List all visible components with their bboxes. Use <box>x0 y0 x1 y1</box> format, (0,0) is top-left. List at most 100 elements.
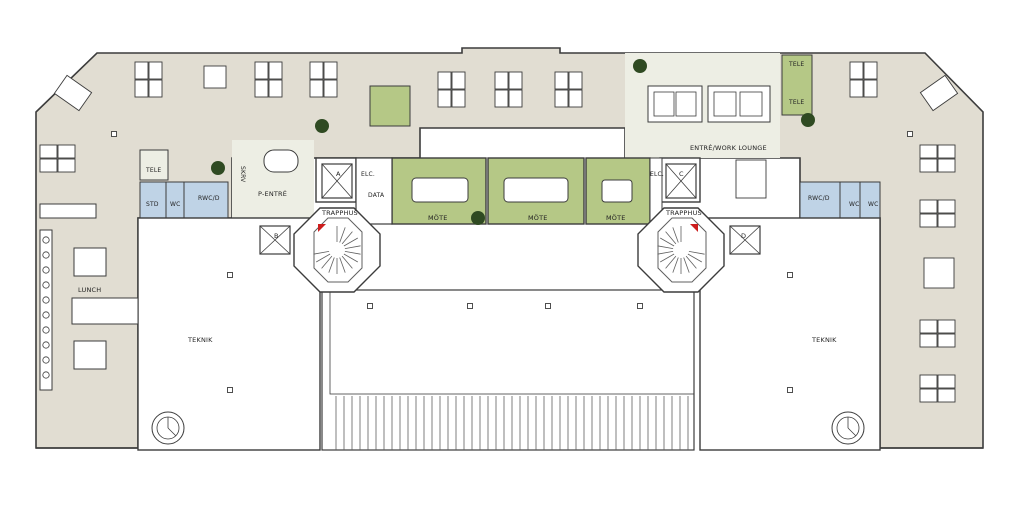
stool <box>42 236 50 244</box>
stair-tread <box>339 227 346 243</box>
label-tele-top-right-2: TELE <box>788 99 804 106</box>
label-teknik-right: TEKNIK <box>811 336 837 344</box>
meeting-table-3 <box>601 179 633 203</box>
wc-right-room-1 <box>839 181 861 219</box>
lounge-table <box>735 159 767 199</box>
desk <box>568 89 583 108</box>
stair-tread <box>341 255 353 269</box>
desk <box>919 374 938 389</box>
desk <box>937 213 956 228</box>
desk <box>451 89 466 108</box>
tele-left-room <box>139 149 169 181</box>
label-stair-d: D <box>741 232 746 240</box>
desk <box>39 158 58 173</box>
label-skrv: SKRV <box>239 166 246 183</box>
desk <box>554 89 569 108</box>
stair-tread <box>688 251 705 255</box>
label-mote-1: MÖTE <box>428 213 448 222</box>
column <box>467 303 473 309</box>
stairwell-right <box>637 207 725 293</box>
label-rwc-left: RWC/D <box>198 195 220 202</box>
desk-clusters <box>39 61 959 403</box>
wc-left-room <box>165 181 185 219</box>
stair-arrow-left <box>318 224 326 232</box>
label-data: DATA <box>368 192 385 199</box>
stool <box>42 281 50 289</box>
stair-tread <box>672 227 679 243</box>
stair-tread <box>660 237 675 247</box>
roof-fan-left <box>151 411 185 445</box>
label-stair-a: A <box>336 170 341 178</box>
std-room <box>139 181 167 219</box>
desk <box>451 71 466 90</box>
stair-tread <box>344 251 361 255</box>
desk <box>57 144 76 159</box>
label-std: STD <box>146 201 159 208</box>
tele-top-right-room <box>781 54 813 116</box>
desk <box>919 333 938 348</box>
plants <box>211 59 815 225</box>
label-trapphus-right: TRAPPHUS <box>665 209 702 217</box>
desk <box>268 79 283 98</box>
desk <box>919 158 938 173</box>
desk-angled <box>919 74 959 112</box>
stool <box>42 341 50 349</box>
stair-tread <box>657 251 674 255</box>
plant <box>211 161 225 175</box>
stair-tread <box>341 231 353 245</box>
desk <box>919 388 938 403</box>
label-lunch: LUNCH <box>78 286 101 294</box>
desk <box>57 158 76 173</box>
label-entre-lounge: ENTRÉ/WORK LOUNGE <box>690 143 767 152</box>
meeting-pod-top <box>369 85 411 127</box>
desk <box>254 61 269 80</box>
label-tele-left: TELE <box>145 167 161 174</box>
lunch-table <box>73 340 107 370</box>
stair-tread <box>660 253 675 263</box>
label-elc-right: ELC. <box>650 171 664 178</box>
stair-tread <box>328 257 335 273</box>
desk <box>849 79 864 98</box>
stool <box>42 326 50 334</box>
label-elc-left: ELC. <box>361 171 375 178</box>
stair-tread <box>672 257 679 273</box>
desk-angled <box>53 74 93 112</box>
stool <box>42 266 50 274</box>
desk <box>863 79 878 98</box>
stair-tread <box>665 255 677 269</box>
column <box>637 303 643 309</box>
stair-tread <box>339 257 346 273</box>
label-stair-b: B <box>274 232 279 240</box>
armchair <box>203 65 227 89</box>
core-left-elc <box>355 157 393 225</box>
meeting-tables <box>73 149 633 370</box>
lounge-chair <box>923 257 955 289</box>
label-wc-left: WC <box>170 201 181 208</box>
shaft-b <box>259 225 291 255</box>
desk <box>568 71 583 90</box>
stair-tread <box>321 255 333 269</box>
desk <box>919 144 938 159</box>
column <box>367 303 373 309</box>
columns <box>111 131 913 393</box>
label-teknik-left: TEKNIK <box>187 336 213 344</box>
central-void-inner <box>329 289 695 395</box>
stair-tread <box>313 251 330 255</box>
label-trapphus-left: TRAPPHUS <box>321 209 358 217</box>
desk <box>494 71 509 90</box>
stair-tread <box>316 253 331 263</box>
label-tele-top-right: TELE <box>788 61 804 68</box>
column <box>787 387 793 393</box>
column <box>227 387 233 393</box>
desk <box>919 199 938 214</box>
column <box>111 131 117 137</box>
plant <box>801 113 815 127</box>
shaft-a <box>321 163 353 199</box>
stool <box>42 311 50 319</box>
teknik-right-area <box>699 217 881 451</box>
label-mote-3: MÖTE <box>606 213 626 222</box>
label-wc-right-2: WC <box>868 201 879 208</box>
stair-tread <box>665 231 677 245</box>
desk <box>508 71 523 90</box>
